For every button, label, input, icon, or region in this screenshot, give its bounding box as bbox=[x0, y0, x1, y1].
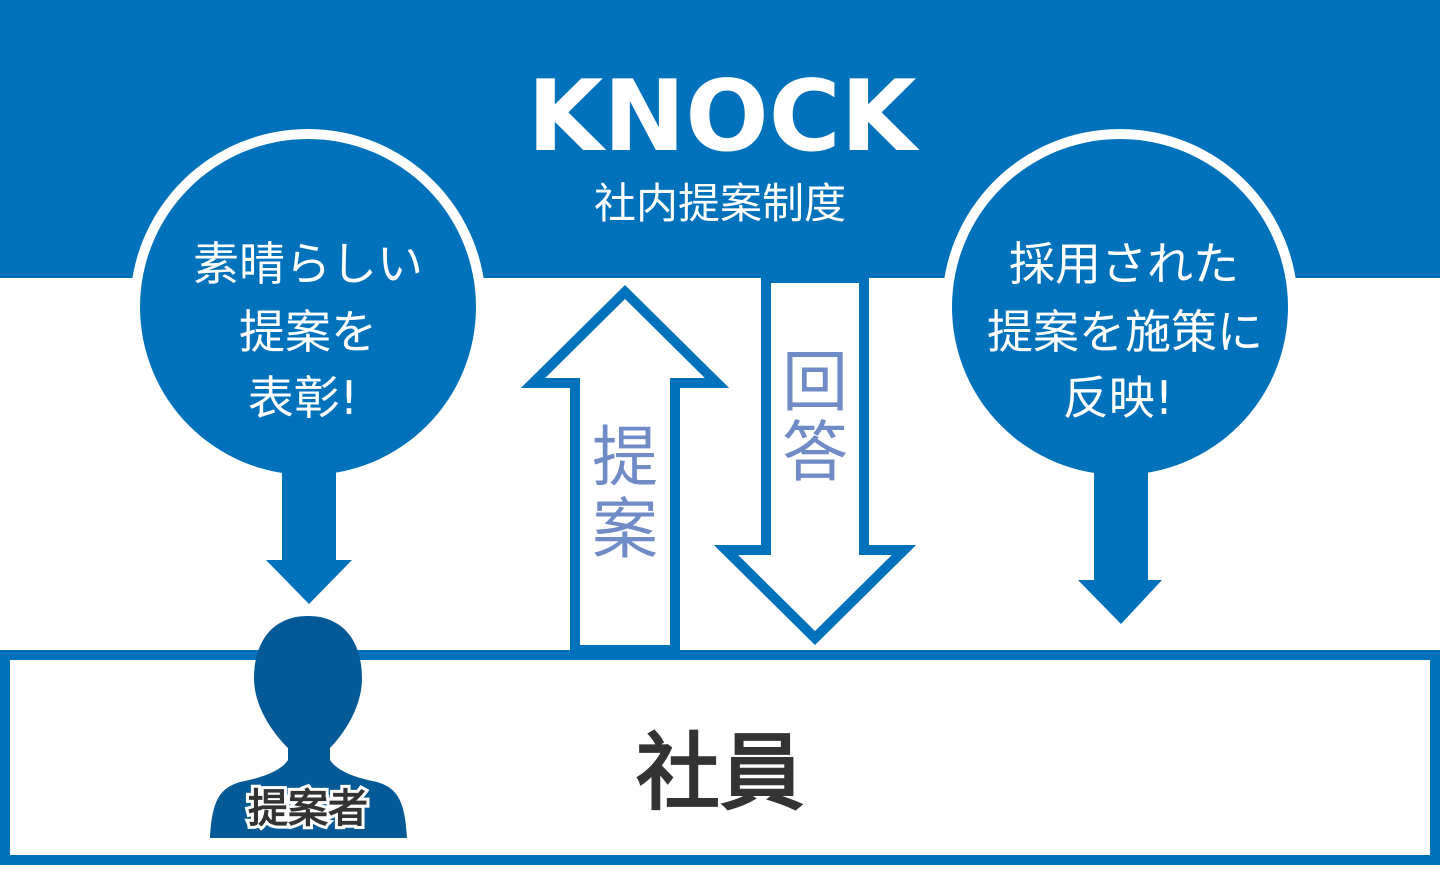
header-subtitle: 社内提案制度 bbox=[594, 179, 846, 228]
right-down-arrow-icon bbox=[1078, 470, 1162, 624]
right-bubble-line-1: 採用された bbox=[1009, 237, 1239, 291]
proposer-person-icon: 提案者 bbox=[210, 616, 407, 838]
left-bubble-line-2: 提案を bbox=[239, 305, 377, 359]
header-title: KNOCK bbox=[527, 60, 919, 174]
left-bubble-line-3: 表彰! bbox=[248, 371, 358, 425]
right-bubble-line-3: 反映! bbox=[1063, 371, 1173, 425]
employees-label: 社員 bbox=[636, 724, 804, 822]
left-down-arrow-icon bbox=[266, 470, 352, 604]
proposal-up-arrow-icon bbox=[520, 284, 730, 655]
left-bubble-line-1: 素晴らしい bbox=[193, 237, 423, 291]
answer-char-1: 回 bbox=[782, 344, 848, 421]
proposal-char-1: 提 bbox=[592, 419, 658, 496]
proposer-label: 提案者 bbox=[248, 786, 368, 832]
proposal-char-2: 案 bbox=[592, 491, 658, 568]
left-bubble: 素晴らしい 提案を 表彰! bbox=[130, 129, 486, 485]
answer-char-2: 答 bbox=[782, 414, 848, 491]
right-bubble: 採用された 提案を施策に 反映! bbox=[942, 129, 1298, 485]
answer-down-arrow-icon bbox=[713, 273, 917, 646]
right-bubble-line-2: 提案を施策に bbox=[987, 305, 1263, 359]
